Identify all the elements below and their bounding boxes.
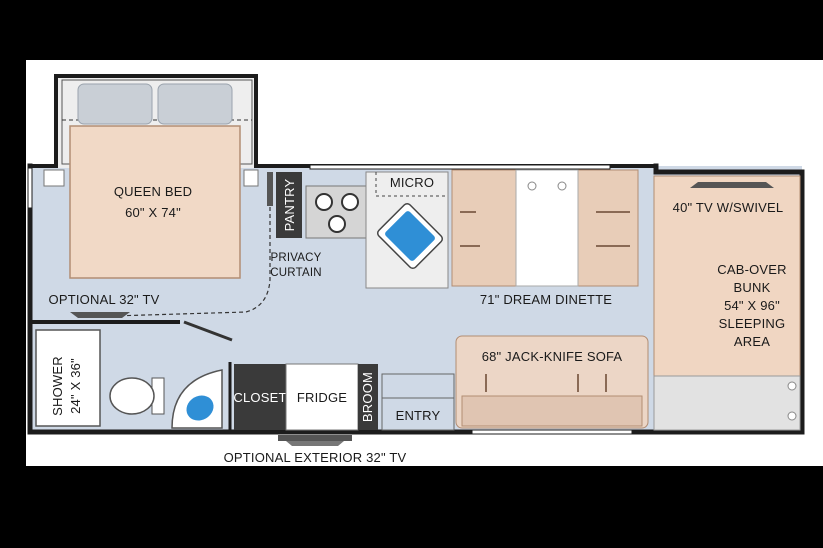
micro-label: MICRO — [390, 175, 434, 190]
pantry: PANTRY — [276, 172, 302, 238]
dinette-table — [515, 169, 579, 287]
privacy-curtain-label-2: CURTAIN — [270, 267, 321, 279]
dinette-label: 71" DREAM DINETTE — [480, 292, 612, 307]
jack-knife-sofa: 68" JACK-KNIFE SOFA — [455, 335, 649, 429]
queen-bed: QUEEN BED 60" X 74" — [69, 83, 241, 279]
fridge-label: FRIDGE — [297, 390, 347, 405]
shower-label: SHOWER — [50, 356, 65, 416]
window-strip-rear-left — [27, 167, 33, 209]
optional-tv-icon — [70, 312, 130, 318]
optional-tv-label: OPTIONAL 32" TV — [49, 292, 160, 307]
privacy-curtain-line — [111, 172, 271, 317]
shower: SHOWER 24" X 36" — [35, 329, 101, 427]
bathroom-sink — [171, 369, 223, 429]
cab-over-line-5: AREA — [734, 334, 770, 349]
entry-label: ENTRY — [396, 408, 441, 423]
tv-swivel-icon — [690, 182, 774, 188]
pillow-right — [157, 83, 233, 125]
cab-over-line-1: CAB-OVER — [717, 262, 787, 277]
cab-lower-area — [653, 375, 801, 431]
queen-bed-size: 60" X 74" — [125, 205, 181, 220]
queen-bed-label: QUEEN BED — [114, 184, 192, 199]
window-strip-bottom — [471, 429, 633, 435]
fridge: FRIDGE — [285, 363, 359, 431]
curtain-track — [267, 172, 273, 206]
privacy-curtain-label-1: PRIVACY — [270, 252, 321, 264]
sofa-label: 68" JACK-KNIFE SOFA — [482, 349, 623, 364]
stove-burners — [315, 193, 359, 233]
exterior-tv-label: OPTIONAL EXTERIOR 32" TV — [224, 450, 407, 465]
shower-size: 24" X 36" — [68, 358, 83, 414]
kitchen-sink — [376, 202, 444, 270]
toilet — [109, 377, 165, 415]
broom-label: BROOM — [360, 372, 375, 422]
pantry-label: PANTRY — [282, 179, 297, 232]
nightstand-left — [43, 169, 65, 187]
cab-over-bunk: CAB-OVER BUNK 54" X 96" SLEEPING AREA — [653, 175, 801, 431]
broom-closet: BROOM — [358, 364, 378, 430]
window-strip-top — [309, 164, 611, 170]
closet: CLOSET — [233, 364, 286, 430]
bathroom-door — [183, 320, 233, 342]
cab-over-line-2: BUNK — [734, 280, 771, 295]
exterior-tv-icon — [278, 435, 352, 446]
cab-over-line-3: 54" X 96" — [724, 298, 780, 313]
pillow-left — [77, 83, 153, 125]
tv-swivel-label: 40" TV W/SWIVEL — [673, 200, 784, 215]
nightstand-right — [243, 169, 259, 187]
entry: ENTRY — [381, 373, 455, 431]
cab-over-line-4: SLEEPING — [719, 316, 786, 331]
closet-label: CLOSET — [233, 390, 286, 405]
dream-dinette: 71" DREAM DINETTE — [451, 169, 639, 307]
